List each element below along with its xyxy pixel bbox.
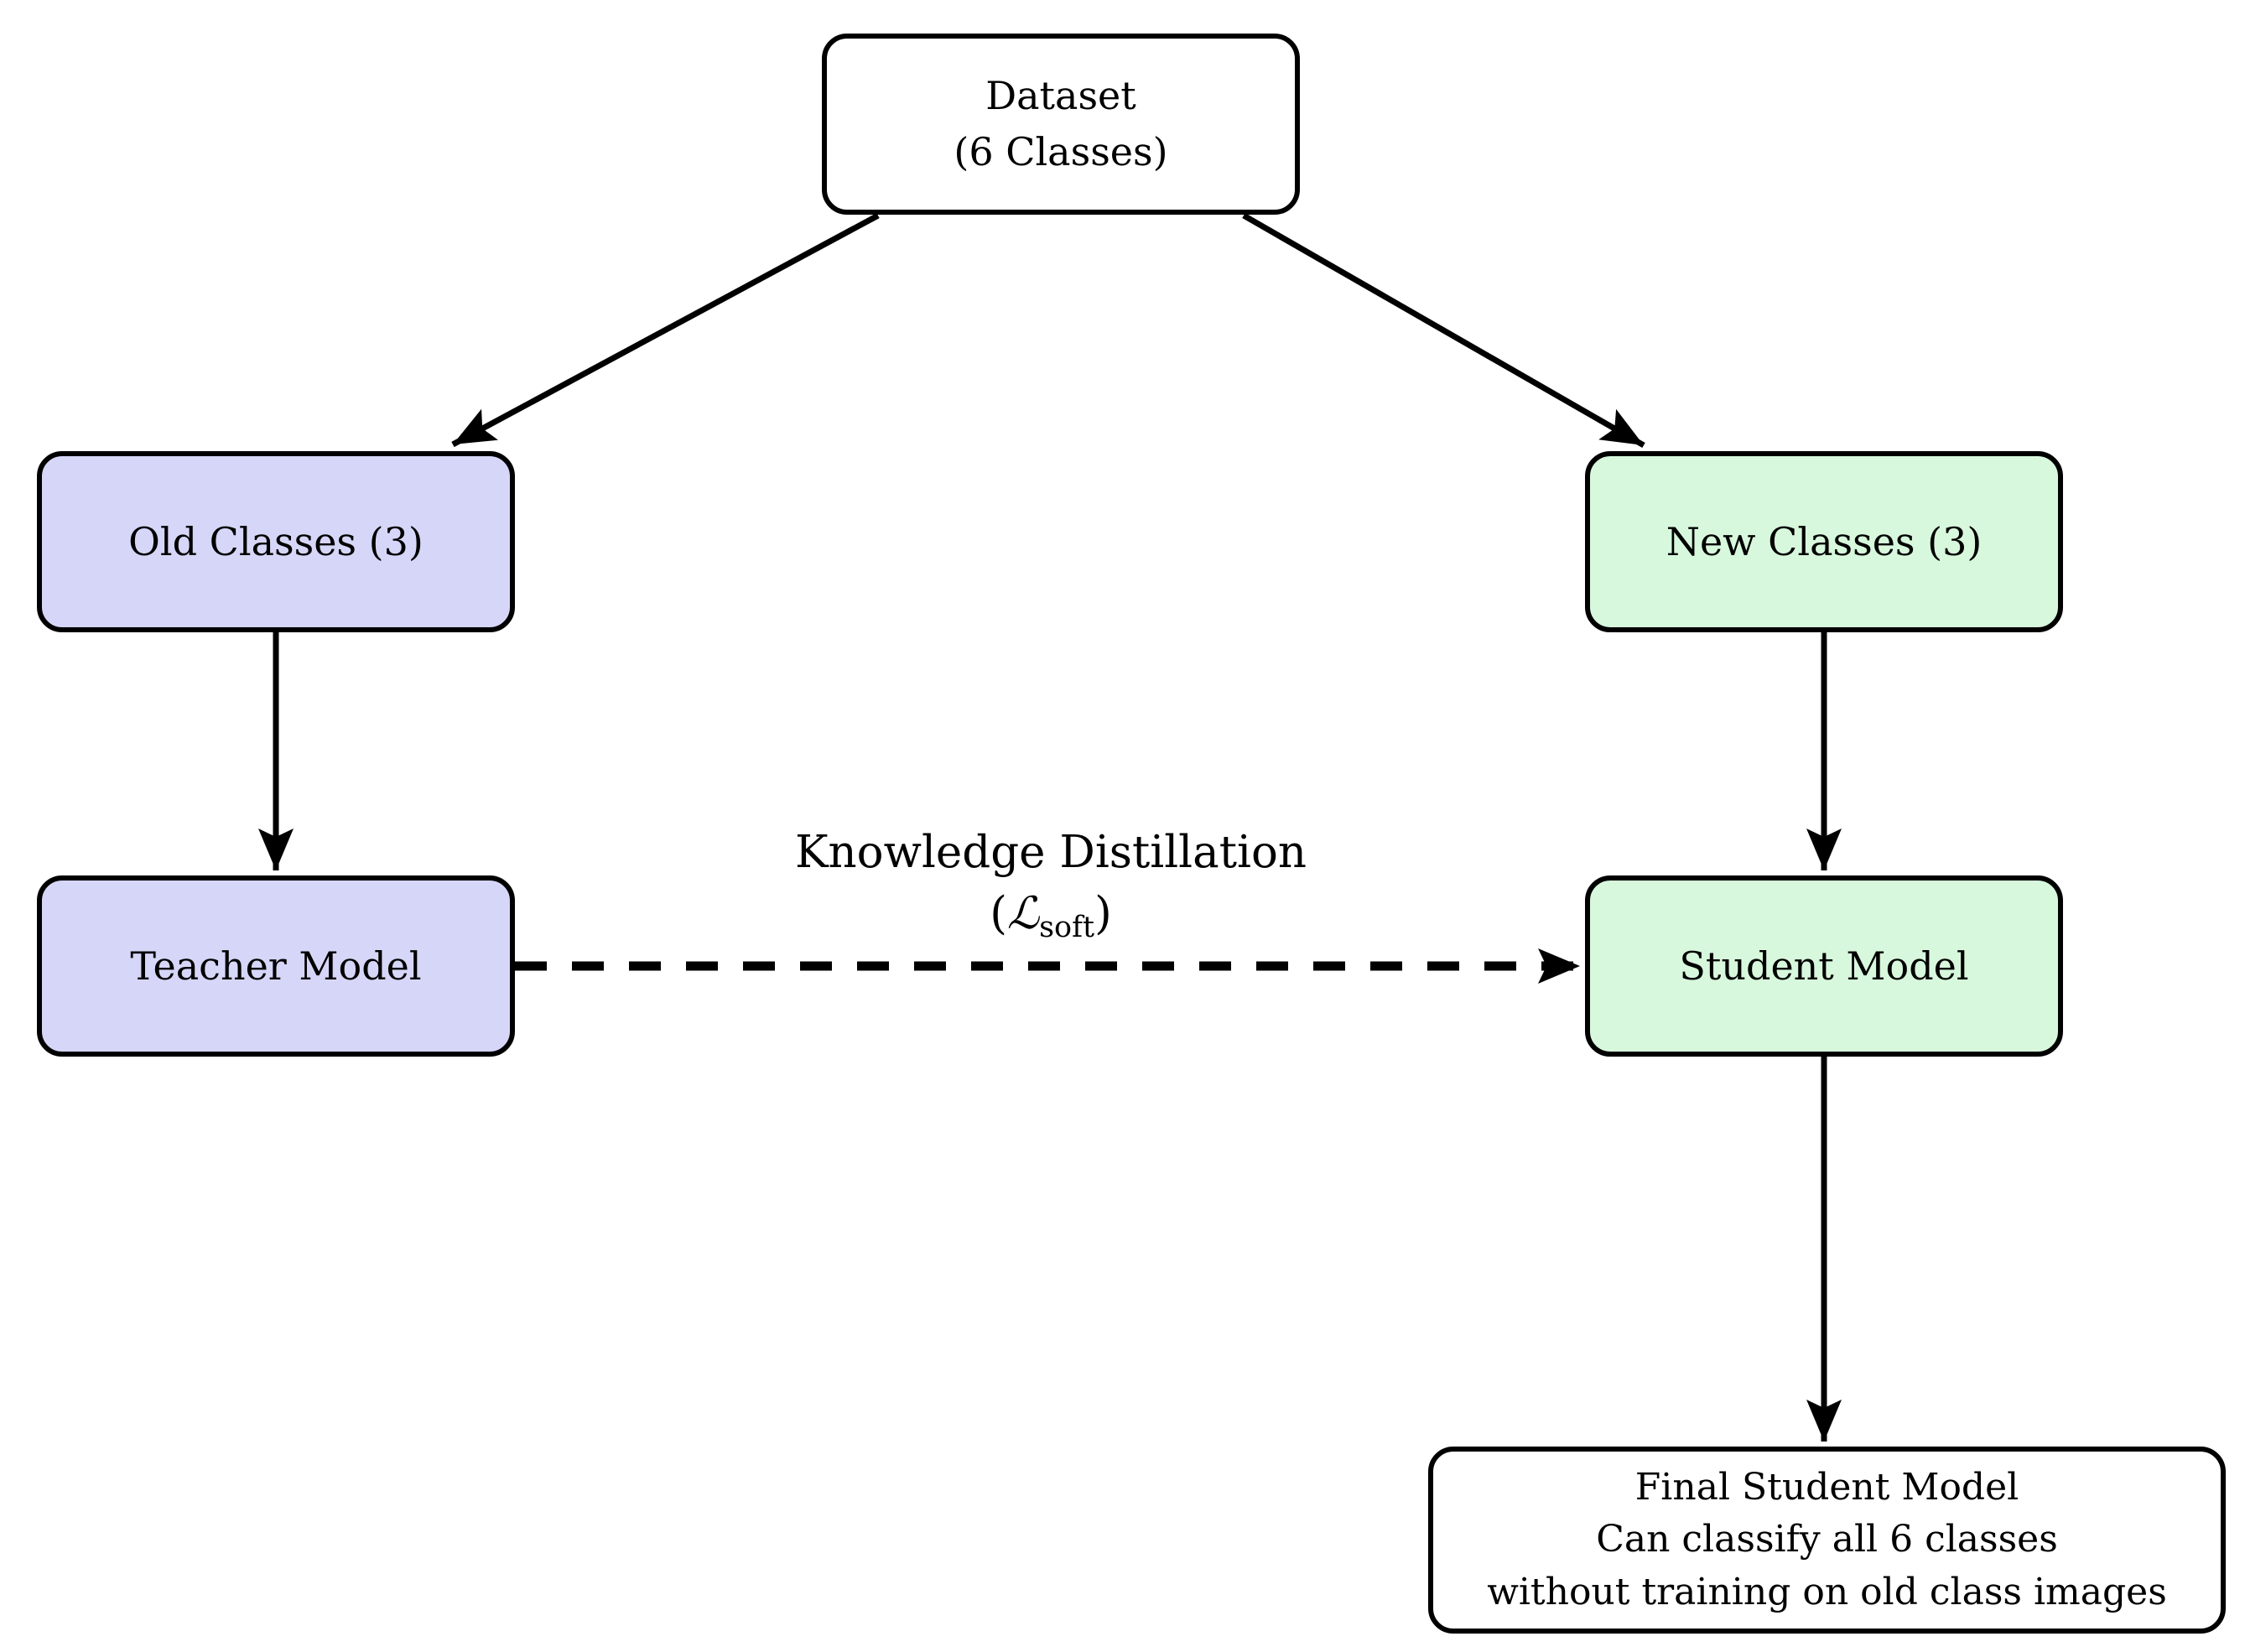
loss-paren-open: (	[990, 888, 1007, 940]
final-label-line1: Final Student Model	[1634, 1465, 2019, 1509]
final-label-line2: Can classify all 6 classes	[1596, 1518, 2058, 1561]
arrow-dataset-to-old-classes	[451, 212, 880, 448]
new-classes-node: New Classes (3)	[1585, 451, 2063, 632]
arrow-dataset-to-new-classes	[1242, 212, 1645, 449]
dataset-label-line2: (6 Classes)	[954, 129, 1168, 174]
loss-paren-close: )	[1094, 888, 1112, 940]
edge-label-title: Knowledge Distillation	[794, 827, 1307, 878]
final-student-model-node: Final Student Model Can classify all 6 c…	[1428, 1447, 2226, 1634]
new-classes-label: New Classes (3)	[1666, 518, 1983, 564]
student-model-label: Student Model	[1679, 943, 1969, 989]
teacher-model-label: Teacher Model	[130, 943, 422, 989]
old-classes-node: Old Classes (3)	[37, 451, 515, 632]
dataset-label-line1: Dataset	[985, 73, 1136, 119]
old-classes-label: Old Classes (3)	[128, 518, 424, 564]
loss-subscript: soft	[1039, 910, 1095, 944]
teacher-model-node: Teacher Model	[37, 875, 515, 1057]
knowledge-distillation-edge-label: Knowledge Distillation (ℒsoft)	[757, 822, 1344, 948]
loss-symbol: ℒ	[1006, 888, 1040, 940]
final-label-line3: without training on old class images	[1487, 1570, 2167, 1613]
edge-label-loss-term: (ℒsoft)	[757, 883, 1344, 948]
dataset-node: Dataset (6 Classes)	[822, 34, 1300, 215]
student-model-node: Student Model	[1585, 875, 2063, 1057]
